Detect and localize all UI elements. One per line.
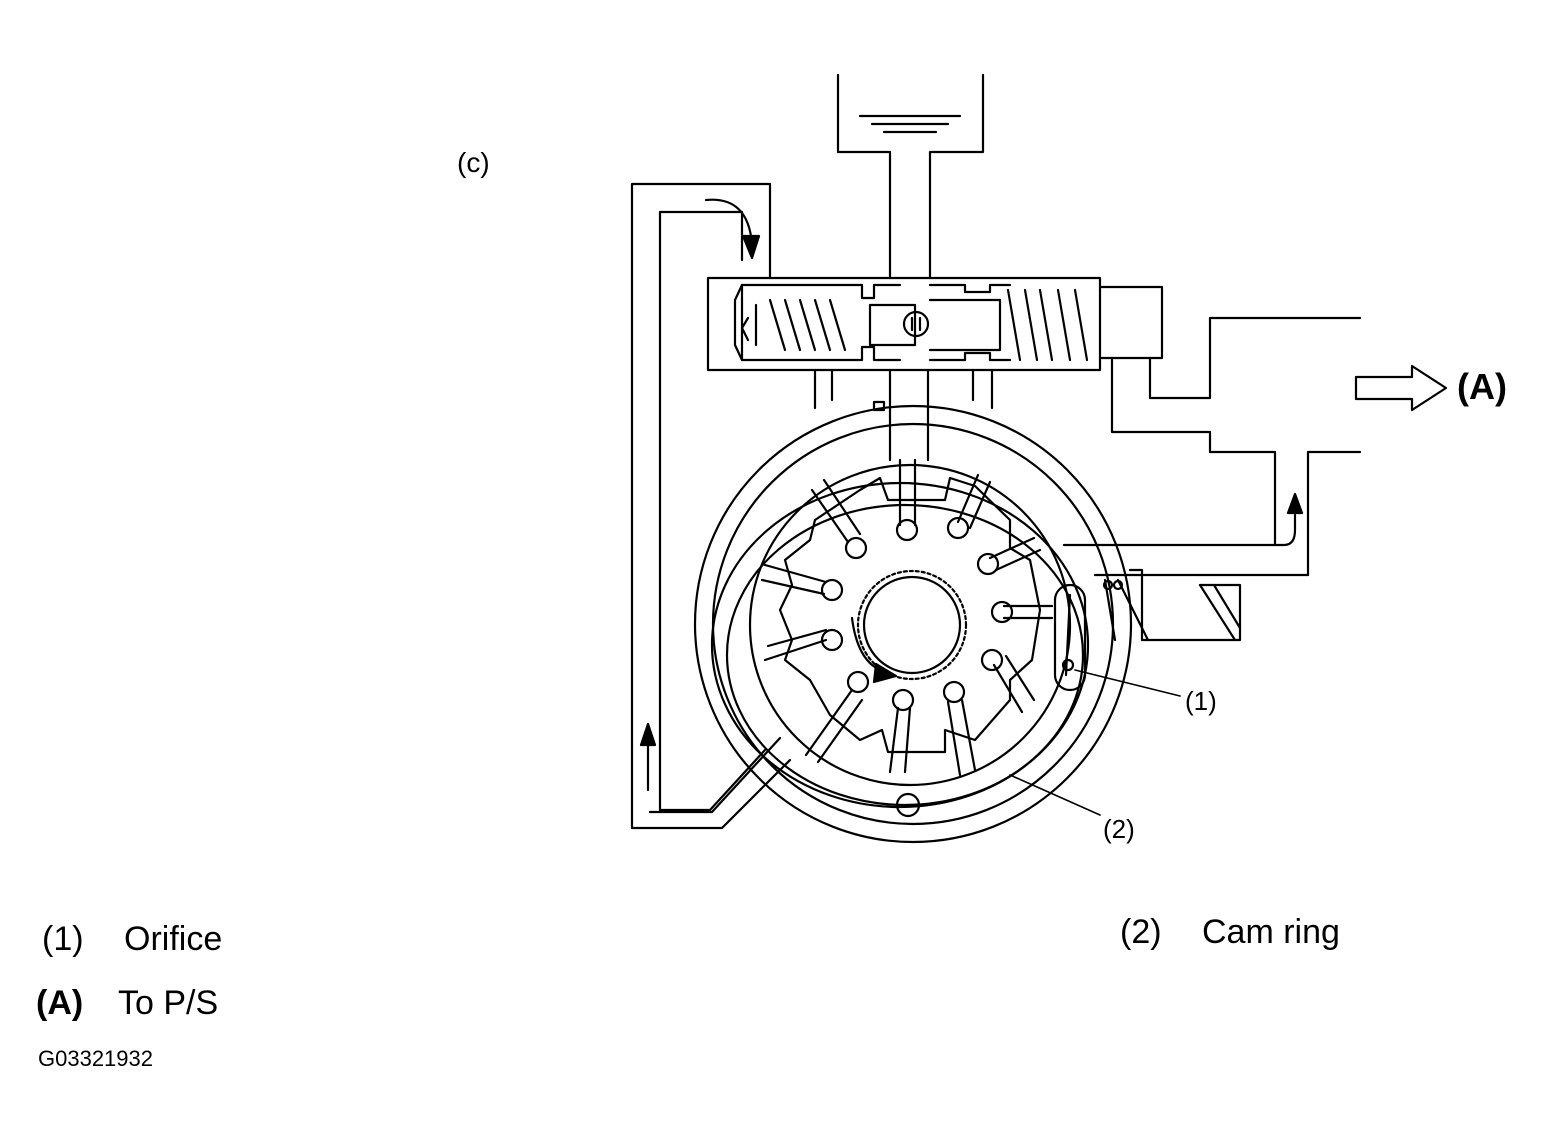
outlet-passage xyxy=(1093,316,1362,577)
legend-key: (1) xyxy=(42,920,84,958)
rotor xyxy=(778,476,1042,754)
legend-item-orifice: (1) Orifice xyxy=(42,922,222,956)
callout-orifice: (1) xyxy=(1185,686,1217,716)
legend-text: Orifice xyxy=(124,920,223,958)
vanes xyxy=(760,458,1054,777)
callout-cam-ring: (2) xyxy=(1103,814,1135,844)
legend-key: (A) xyxy=(36,984,84,1022)
legend-key: (2) xyxy=(1120,913,1162,951)
legend-text: Cam ring xyxy=(1202,913,1340,951)
view-label: (c) xyxy=(457,147,490,178)
bypass-passage xyxy=(630,182,792,830)
figure-code: G03321932 xyxy=(38,1046,153,1071)
legend-text: To P/S xyxy=(118,984,219,1022)
outlet-label: (A) xyxy=(1457,366,1507,407)
outlet-arrow-icon xyxy=(1354,364,1448,412)
orifice xyxy=(1053,583,1087,692)
flow-arrow-top xyxy=(704,198,761,260)
cam-ring xyxy=(748,463,1072,818)
legend-item-to-ps: (A) To P/S xyxy=(36,986,218,1020)
valve-pump-passages xyxy=(813,368,994,462)
leader-line-1 xyxy=(1074,669,1181,697)
reservoir-tank xyxy=(836,73,985,280)
flow-arrow-return xyxy=(639,722,782,814)
legend-item-cam-ring: (2) Cam ring xyxy=(1120,915,1340,949)
pump-body xyxy=(693,404,1242,844)
flow-control-valve xyxy=(706,276,1164,372)
leader-line-2 xyxy=(1009,774,1101,816)
flow-arrow-outlet xyxy=(1062,492,1304,547)
